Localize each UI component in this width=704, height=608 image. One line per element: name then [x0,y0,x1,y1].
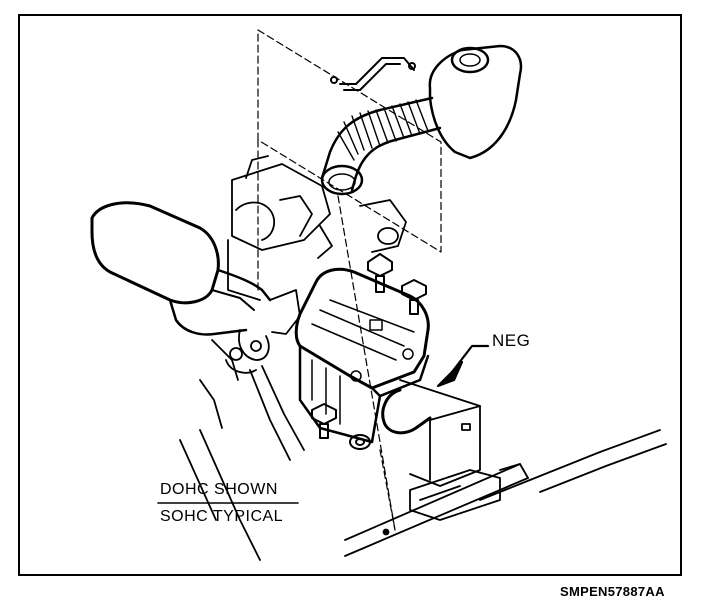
radiator-support [179,429,667,561]
air-box [90,201,272,336]
neg-arrow [436,344,490,388]
air-cleaner-housing [294,267,430,444]
bolts [311,253,427,450]
vacuum-hose [330,57,416,91]
caption-sohc: SOHC TYPICAL [160,508,284,525]
resonator [428,44,523,160]
neg-label: NEG [492,331,531,350]
caption-dohc: DOHC SHOWN [160,481,278,498]
intake-duct [320,96,442,196]
figure-frame [18,14,682,576]
installation-plane [257,29,442,531]
figure-code: SMPEN57887AA [560,584,665,599]
battery [381,379,501,521]
